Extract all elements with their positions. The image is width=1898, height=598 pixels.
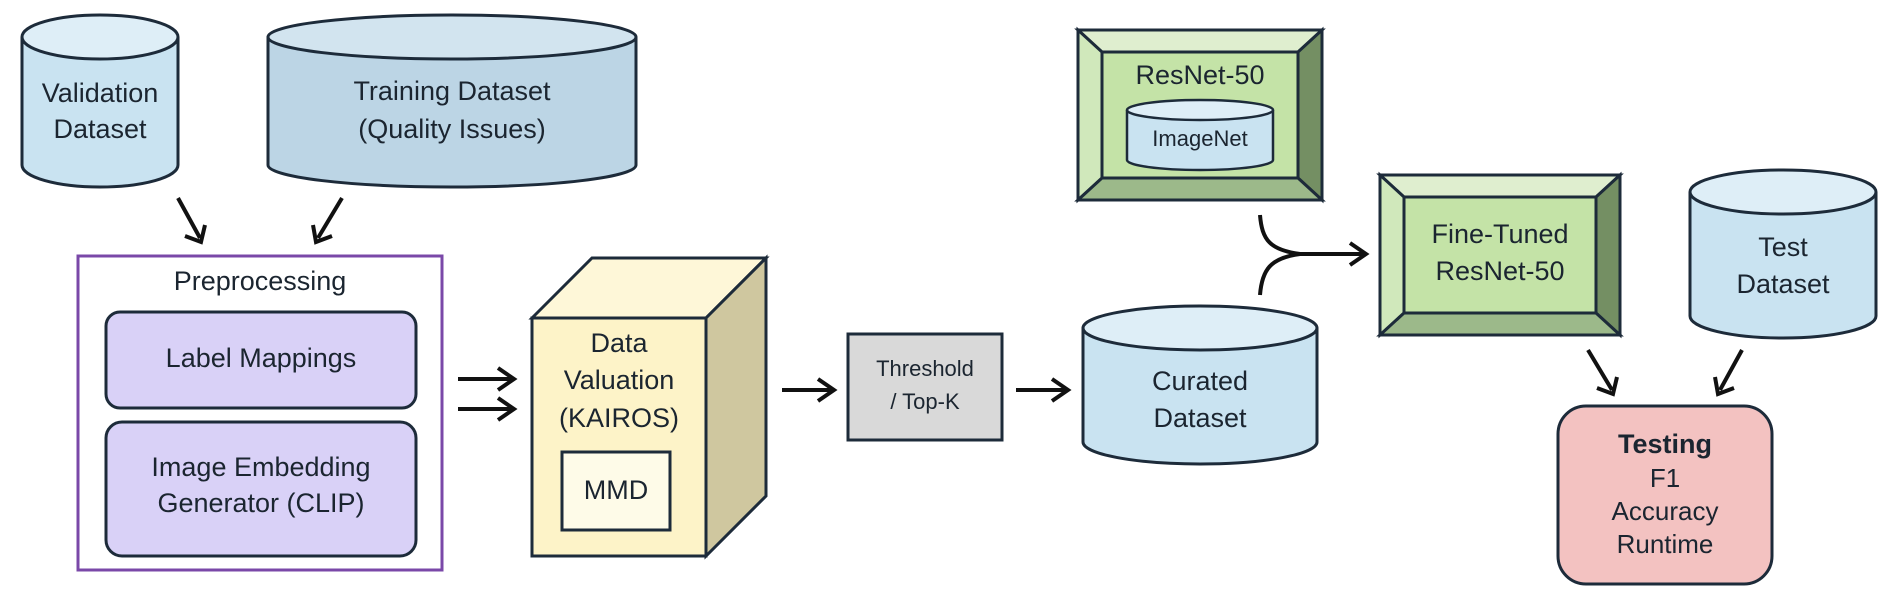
preprocessing-title: Preprocessing [174,266,347,296]
threshold-label-2: / Top-K [890,389,960,414]
testing-metric-runtime: Runtime [1617,529,1714,559]
validation-dataset-label-2: Dataset [53,114,147,144]
data-valuation-label-1: Data [590,328,648,358]
curated-dataset-label-2: Dataset [1153,403,1247,433]
curated-dataset-label-1: Curated [1152,366,1248,396]
merge-arrow-to-finetuned [1258,214,1370,296]
label-mappings-label: Label Mappings [166,343,357,373]
arrow-finetuned-to-testing [1586,348,1619,397]
image-embedding-label-2: Generator (CLIP) [157,488,364,518]
threshold-label-1: Threshold [876,356,974,381]
threshold-box: Threshold / Top-K [846,332,1004,442]
imagenet-label: ImageNet [1152,126,1247,151]
finetuned-label-2: ResNet-50 [1435,256,1564,286]
testing-metric-f1: F1 [1650,463,1680,493]
test-dataset-label-2: Dataset [1736,269,1830,299]
finetuned-label-1: Fine-Tuned [1431,219,1568,249]
training-dataset-label-2: (Quality Issues) [358,114,546,144]
mmd-label: MMD [584,475,648,505]
data-valuation-label-2: Valuation [564,365,675,395]
data-valuation-label-3: (KAIROS) [559,403,679,433]
validation-dataset-label-1: Validation [42,78,159,108]
validation-dataset-cylinder: Validation Dataset [20,13,180,189]
arrow-training-to-preprocessing [311,196,344,245]
testing-box: Testing F1 Accuracy Runtime [1556,404,1774,586]
arrow-validation-to-preprocessing [176,197,207,245]
testing-metric-accuracy: Accuracy [1612,496,1719,526]
arrow-testdataset-to-testing [1713,349,1744,397]
resnet-box: ResNet-50 ImageNet [1074,26,1326,204]
curated-dataset-cylinder: Curated Dataset [1081,304,1319,466]
training-dataset-label-1: Training Dataset [353,76,551,106]
preprocessing-box: Preprocessing Label Mappings Image Embed… [76,254,444,572]
training-dataset-cylinder: Training Dataset (Quality Issues) [266,13,638,189]
test-dataset-label-1: Test [1758,232,1808,262]
finetuned-resnet-box: Fine-Tuned ResNet-50 [1376,171,1624,339]
arrow-threshold-to-curated [1016,377,1072,403]
arrow-valuation-to-threshold [782,377,838,403]
data-valuation-cube: Data Valuation (KAIROS) MMD [528,254,770,560]
testing-title: Testing [1618,429,1712,459]
arrows-preprocessing-to-valuation [458,366,518,422]
test-dataset-cylinder: Test Dataset [1688,168,1878,340]
resnet-title: ResNet-50 [1135,60,1264,90]
image-embedding-label-1: Image Embedding [151,452,370,482]
